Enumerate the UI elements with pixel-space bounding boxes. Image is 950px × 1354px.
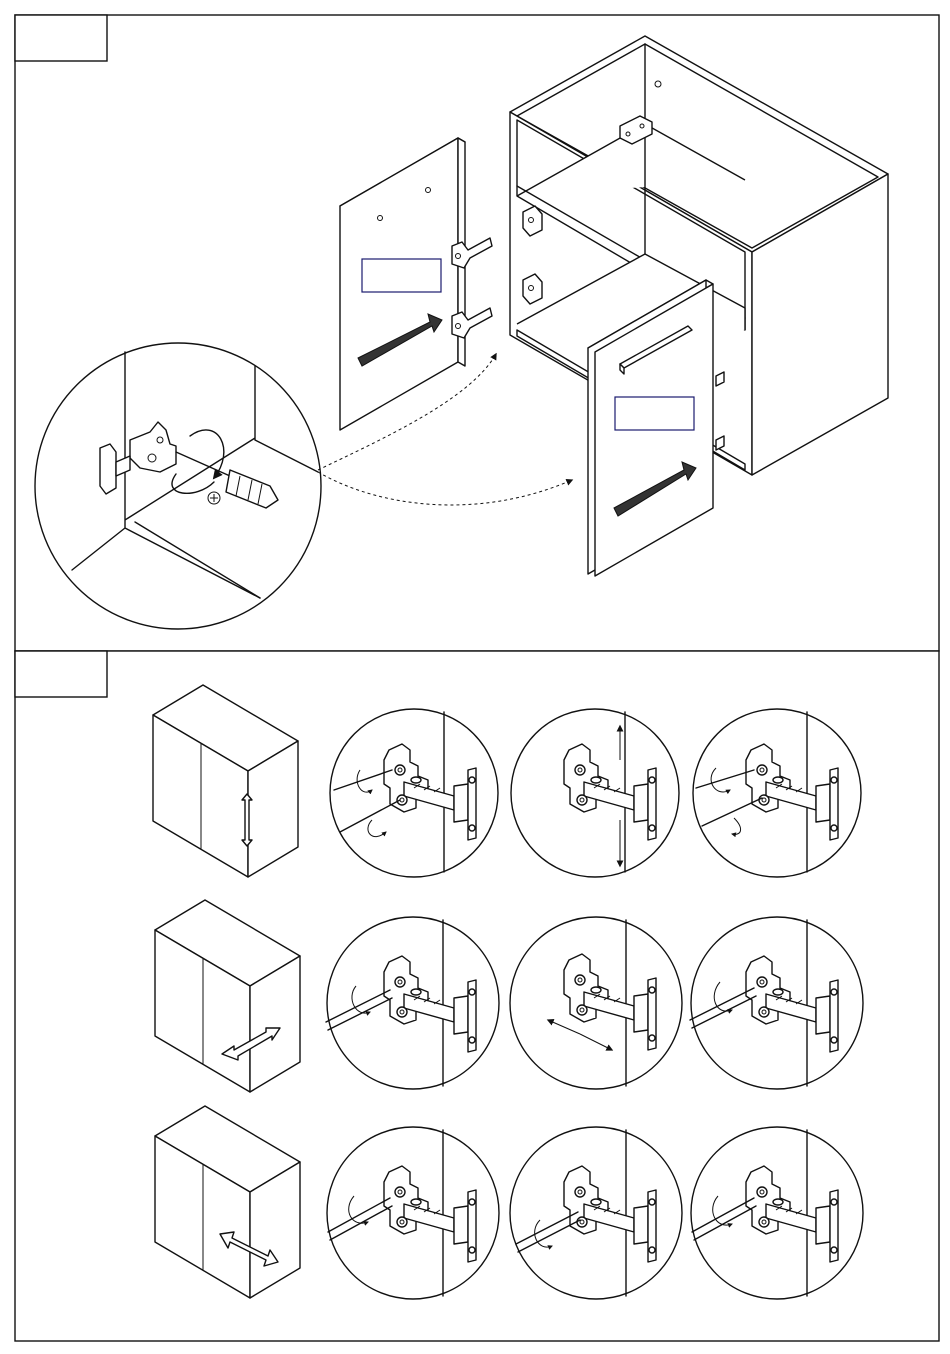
step-number-box <box>15 15 107 61</box>
adjust-circle-3-2 <box>510 1127 682 1299</box>
adjust-circle-1-3 <box>693 709 861 877</box>
step-number-box <box>15 651 107 697</box>
label-box <box>362 259 441 292</box>
adjust-circle-3-3 <box>691 1127 863 1299</box>
adjust-circle-2-3 <box>690 917 863 1089</box>
label-box <box>615 397 694 430</box>
adjust-circle-1-2 <box>511 709 679 877</box>
adjust-circle-1-1 <box>330 709 498 877</box>
adjust-circle-2-1 <box>326 917 499 1089</box>
detail-circle-screwdriver <box>35 343 321 629</box>
adjust-circle-2-2 <box>510 917 682 1089</box>
adjust-circle-3-1 <box>327 1127 499 1299</box>
